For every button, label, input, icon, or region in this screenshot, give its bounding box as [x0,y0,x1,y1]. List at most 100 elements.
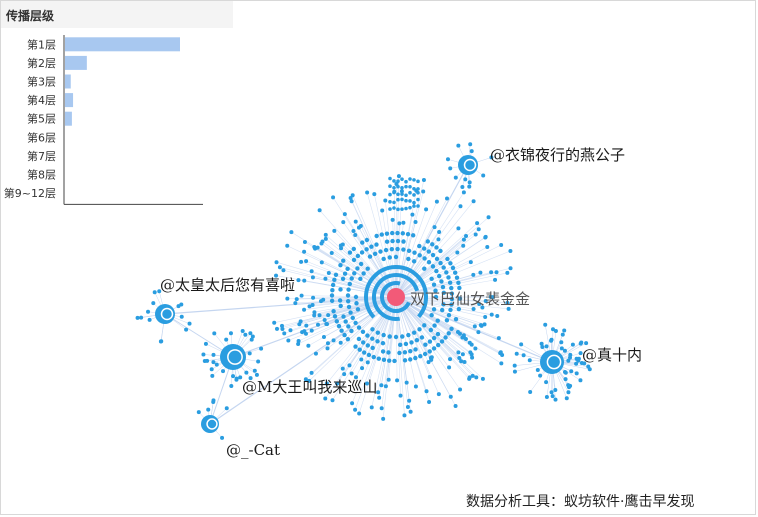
leaf-node [248,331,253,336]
leaf-node [369,244,374,249]
leaf-node [472,324,477,329]
leaf-node [429,276,434,282]
leaf-node [508,248,513,253]
edge [395,246,488,298]
leaf-node [296,278,301,283]
edge [298,296,397,342]
leaf-node [376,390,381,395]
leaf-node [467,375,472,380]
leaf-node [367,254,373,259]
leaf-node [422,266,427,271]
edge [395,296,452,397]
leaf-node [469,149,474,154]
leaf-node [345,337,351,342]
leaf-node [397,350,402,356]
edge [351,296,397,404]
leaf-node [436,342,441,348]
leaf-node [349,371,354,376]
leaf-node [449,296,455,302]
leaf-node [390,217,395,222]
leaf-node [324,381,329,386]
leaf-node [427,374,432,379]
leaf-node [445,157,450,162]
leaf-node [454,275,460,280]
leaf-node [553,397,558,402]
leaf-node [456,226,461,231]
leaf-node [457,331,462,336]
leaf-node [396,197,400,202]
leaf-node [345,293,351,298]
leaf-node [401,247,406,252]
leaf-node [408,205,412,210]
leaf-node [456,280,461,285]
leaf-node [458,387,463,392]
leaf-node [396,179,400,183]
leaf-node [354,301,359,306]
leaf-node [505,300,510,305]
leaf-node [409,340,414,345]
leaf-node [381,332,386,338]
leaf-node [456,350,461,355]
edge [395,296,405,416]
leaf-node [152,290,157,295]
leaf-node [350,193,355,198]
leaf-node [277,265,282,270]
leaf-node [351,229,356,234]
leaf-node [476,330,481,335]
leaf-node [353,407,358,412]
leaf-node [448,307,453,313]
leaf-node [348,310,353,315]
leaf-node [413,347,418,352]
leaf-node [333,272,339,277]
leaf-node [330,398,335,403]
leaf-node [179,302,184,307]
leaf-node [294,297,299,302]
leaf-node [475,221,480,226]
leaf-node [302,249,307,254]
leaf-node [296,338,301,343]
leaf-node [560,332,565,337]
leaf-node [323,396,328,401]
edge [395,209,427,298]
leaf-node [402,358,408,363]
leaf-node [374,233,379,239]
edge [395,272,508,298]
leaf-node [319,241,324,246]
leaf-node [323,232,328,237]
leaf-node [341,258,346,263]
leaf-node [434,268,439,274]
leaf-node [444,270,449,275]
edge [395,296,401,396]
leaf-node [411,259,417,264]
leaf-node [210,373,215,378]
leaf-node [397,221,402,226]
hub-node-ring [227,349,243,365]
leaf-node [387,255,392,260]
leaf-node [578,378,583,383]
leaf-node [158,339,163,344]
leaf-node [400,186,404,190]
leaf-node [404,184,408,189]
leaf-node [419,335,425,340]
hub-node [220,344,246,370]
leaf-node [453,317,459,322]
leaf-node [358,223,363,228]
layer-panel-header: 传播层级 [1,1,233,28]
leaf-node [347,250,353,255]
leaf-node [369,405,374,410]
leaf-node [357,411,362,416]
leaf-node [379,383,384,388]
leaf-node [307,378,312,383]
leaf-node [343,319,348,324]
leaf-node [421,189,426,194]
edge [326,296,397,384]
edge [395,296,409,408]
leaf-node [562,348,567,353]
leaf-node [403,341,409,347]
leaf-node [390,230,395,236]
leaf-node [347,363,352,368]
leaf-node [493,277,498,282]
leaf-node [400,207,404,211]
leaf-node [535,367,540,372]
